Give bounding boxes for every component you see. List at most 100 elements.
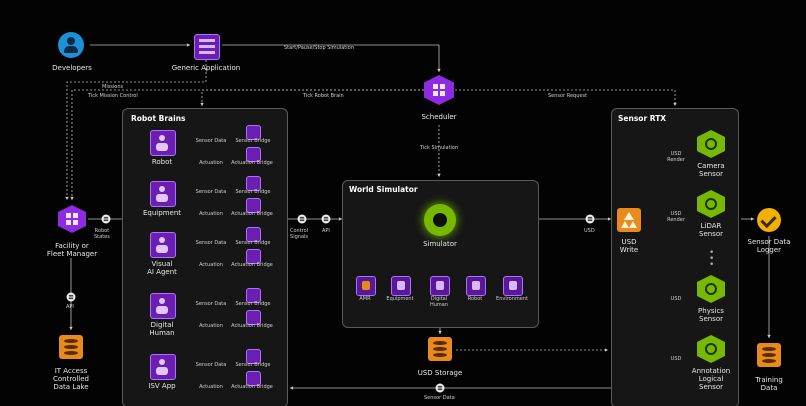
actuation-bridge-icon [246,310,261,325]
robot-brains-title: Robot Brains [131,114,186,123]
sensor-data-logger-label: Sensor Data Logger [747,238,791,255]
sensor-icon [697,335,725,363]
robot-brain-name: Equipment [143,209,181,217]
sensor-data-label: Sensor Data [195,362,227,368]
sensor-bridge-icon [246,288,261,303]
sim-entity-label: Robot [467,296,483,302]
sensor-label: Camera Sensor [697,162,725,179]
edge-label-sensor-data: Sensor Data [424,395,455,401]
edge-tick-simulation-arrowhead [437,173,441,177]
robot-brain-name: Robot [151,158,173,166]
edge-sensor-request [455,89,676,106]
edge-storage-to-sensor-rtx-arrowhead [604,348,608,352]
edge-missions-arrowhead [65,196,69,200]
scheduler-label: Scheduler [421,113,457,121]
actuation-label: Actuation [199,160,223,166]
actuation-label: Actuation [199,211,223,217]
sim-entity-label: Environment [496,296,528,302]
sensor-data-label: Sensor Data [195,301,227,307]
sensor-icon [697,275,725,303]
actuation-bridge-icon [246,198,261,213]
actuation-bridge-label: Actuation Bridge [231,211,273,217]
sensor-badge: USD [670,296,682,302]
edge-label-tick-simulation: Tick Simulation [420,145,459,151]
sim-entity-label: AMR [359,296,371,302]
edge-control-signals-arrowhead [338,217,342,221]
sim-entity-label: Digital Human [429,296,449,308]
sensor-badge: USD Render [667,211,685,223]
edge-tick-mission-control-arrowhead [70,196,74,200]
sensor-badge: USD Render [667,151,685,163]
usd-storage-label: USD Storage [417,369,463,377]
actuation-label: Actuation [199,262,223,268]
training-data-icon [757,343,781,367]
edge-sim-to-storage-arrowhead [438,330,442,334]
edge-label-robot-states: Robot States [94,228,110,240]
edge-label-start-pause-stop: Start/Pause/Stop Simulation [284,45,354,51]
generic-application-icon [194,34,220,60]
robot-brain-icon [150,130,176,156]
sim-entity-icon [430,276,450,296]
sensor-bridge-icon [246,349,261,364]
api-left-connector-icon [66,292,76,302]
actuation-bridge-icon [246,249,261,264]
connector-usd [585,214,595,224]
generic-application-label: Generic Application [171,64,241,72]
sensor-icon [697,190,725,218]
actuation-bridge-icon [246,147,261,162]
actuation-label: Actuation [199,323,223,329]
edge-label-api: API [322,228,330,234]
sim-entity-icon [503,276,523,296]
sensor-data-label: Sensor Data [195,240,227,246]
robot-brain-name: ISV App [148,382,176,390]
sensor-data-label: Sensor Data [195,138,227,144]
developers-icon [58,32,84,58]
actuation-bridge-label: Actuation Bridge [231,384,273,390]
robot-brain-icon [150,181,176,207]
actuation-bridge-icon [246,371,261,386]
connector-control-signals [297,214,307,224]
edge-to-logger-arrowhead [750,217,754,221]
edge-app-to-scheduler-arrowhead [437,68,441,72]
edge-tick-robot-brain [201,89,424,106]
sensor-label: Annotation Logical Sensor [691,367,731,392]
robot-brain-icon [150,354,176,380]
robot-brain-icon [150,293,176,319]
edge-label-api-left: API [66,304,74,310]
sensor-label: Physics Sensor [698,307,724,324]
connector-sensor-data [435,383,445,393]
edge-usd-arrowhead [607,217,611,221]
sensor-label: LiDAR Sensor [699,222,723,239]
edge-sensor-request-arrowhead [673,102,677,106]
facility-manager-label: Facility or Fleet Manager [46,242,98,259]
edge-label-tick-robot-brain: Tick Robot Brain [303,93,344,99]
sim-entity-label: Equipment [386,296,414,302]
usd-write-label: USD Write [619,238,639,255]
edge-tick-robot-brain-arrowhead [200,102,204,106]
edge-missions [66,60,207,200]
robot-brain-name: Digital Human [149,321,175,338]
connector-robot-states [101,214,111,224]
edge-label-usd: USD [584,228,595,234]
robot-brain-icon [150,232,176,258]
sensor-bridge-label: Sensor Bridge [235,240,271,246]
actuation-label: Actuation [199,384,223,390]
sensor-bridge-icon [246,227,261,242]
sensor-bridge-label: Sensor Bridge [235,362,271,368]
sensor-bridge-label: Sensor Bridge [235,138,271,144]
ellipsis-dots: ••• [709,248,715,270]
edge-api-data-lake-arrowhead [69,326,73,330]
sensor-rtx-title: Sensor RTX [618,114,667,123]
edge-app-to-scheduler [222,44,440,72]
edge-sensor-data-back-arrowhead [290,386,294,390]
edge-label-missions: Missions [102,84,124,90]
actuation-bridge-label: Actuation Bridge [231,323,273,329]
sensor-badge: USD [670,356,682,362]
it-data-lake-icon [59,335,83,359]
edge-label-sensor-request: Sensor Request [548,93,588,99]
edge-logger-to-training-arrowhead [767,334,771,338]
developers-label: Developers [52,64,92,72]
sensor-bridge-label: Sensor Bridge [235,301,271,307]
edge-label-tick-mission-control: Tick Mission Control [88,93,138,99]
